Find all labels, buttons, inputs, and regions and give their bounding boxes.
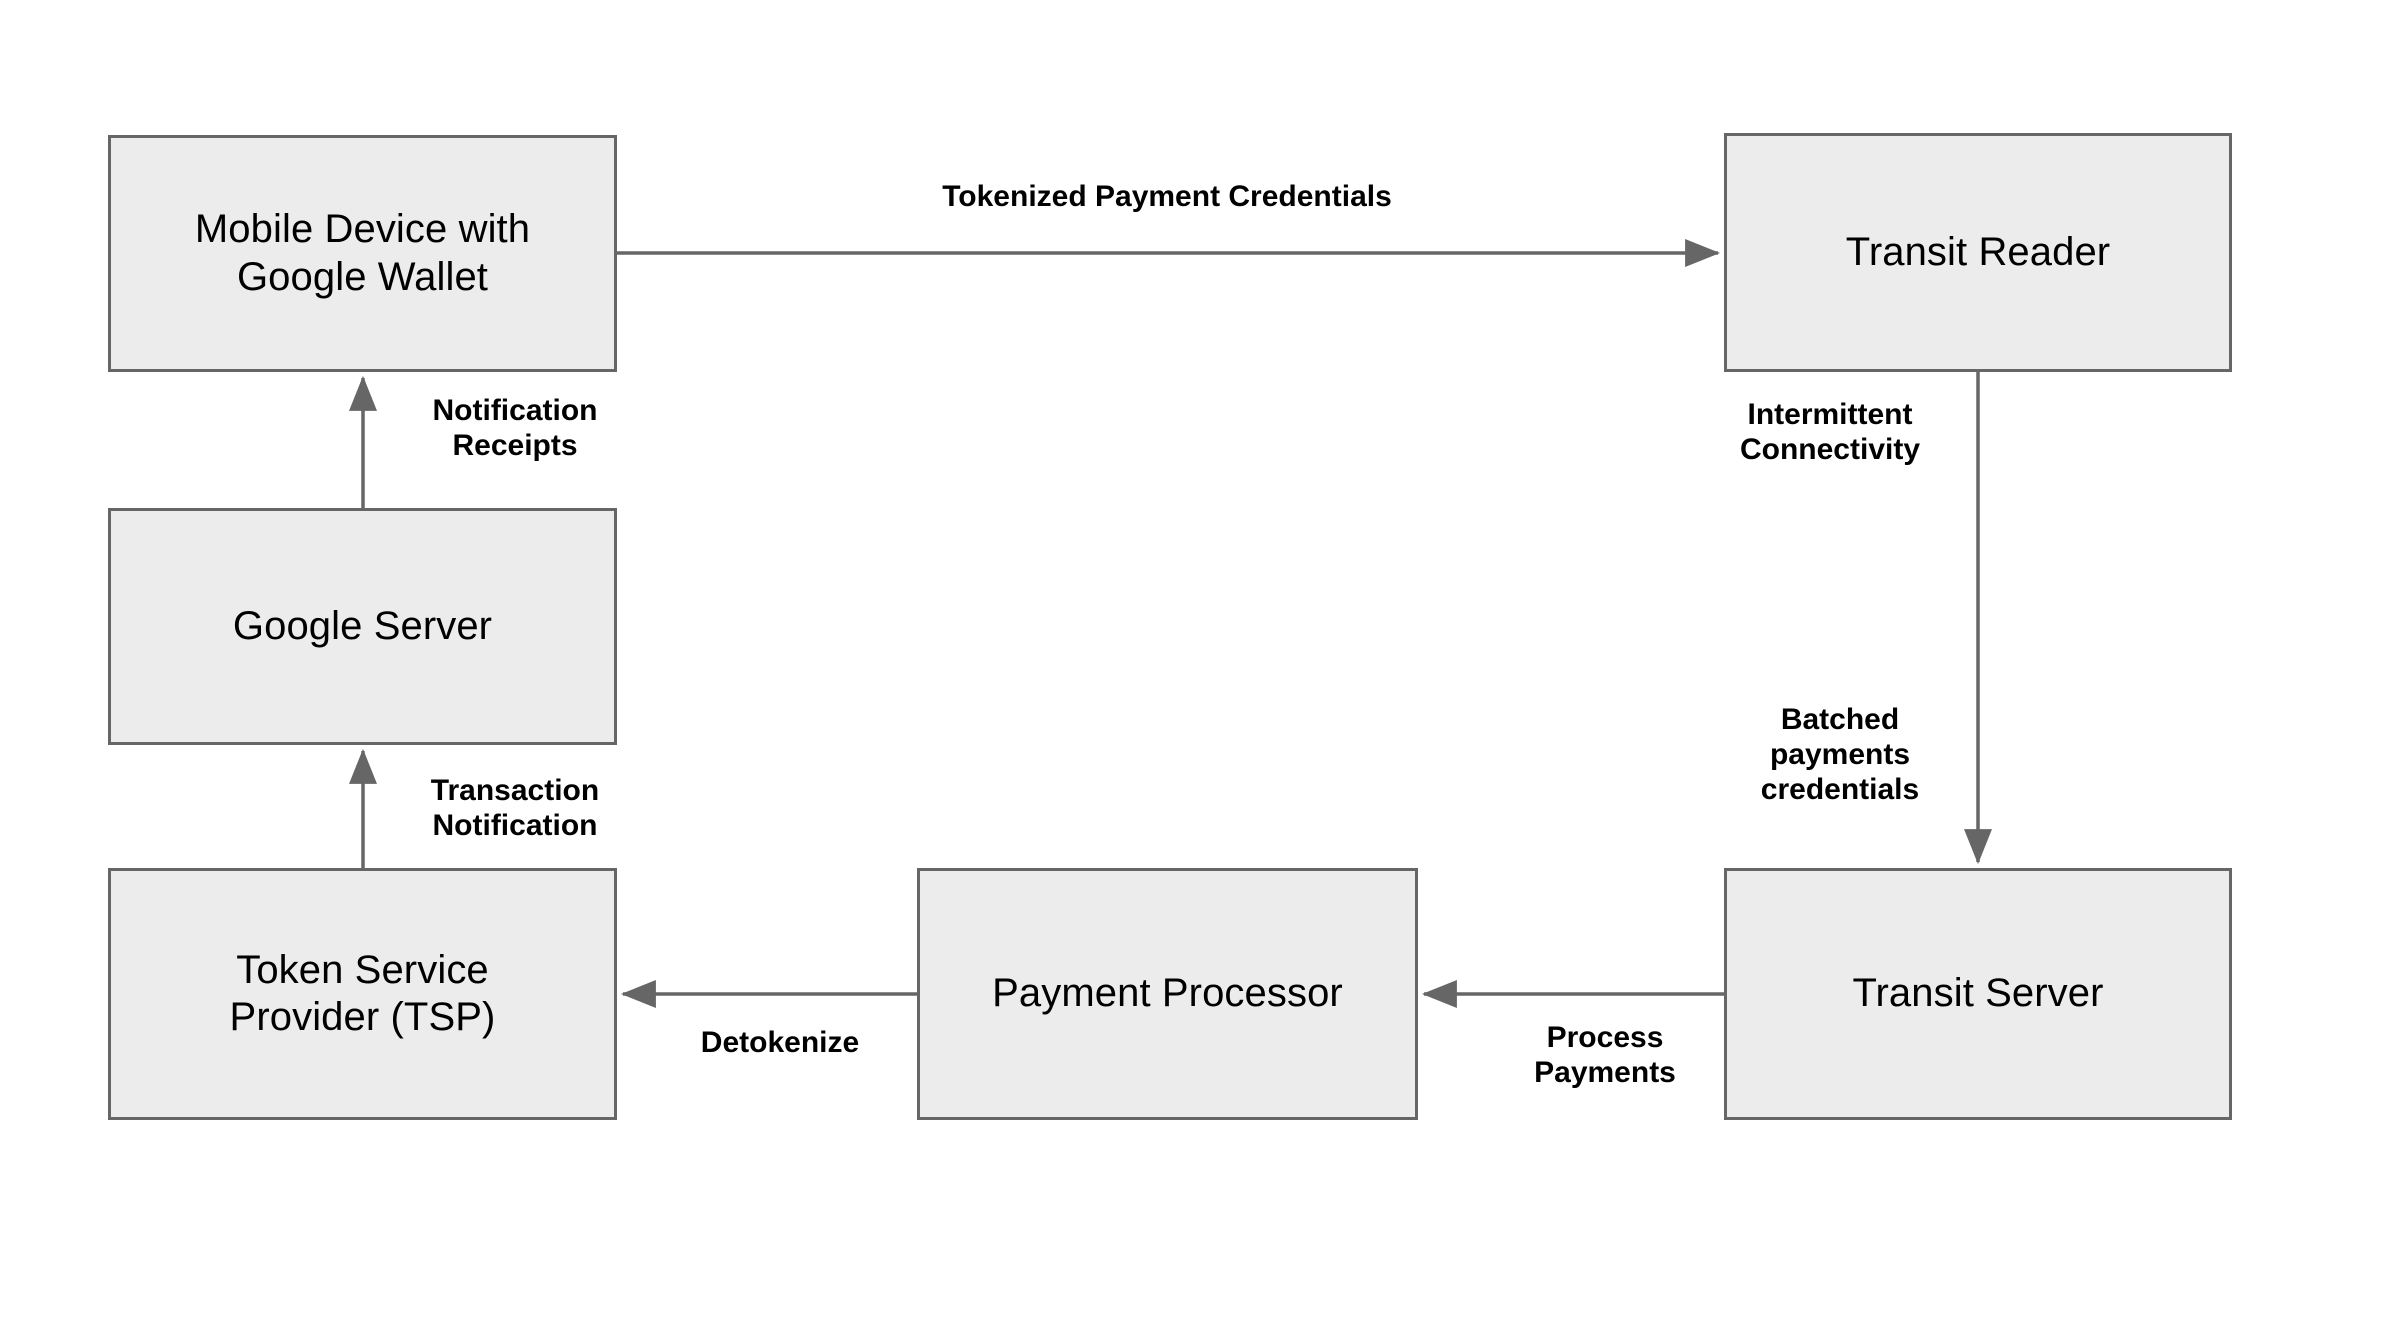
edge-label-intermittent-connectivity: Intermittent Connectivity <box>1739 398 1921 466</box>
edge-label-notification-receipts: Notification Receipts <box>432 394 598 462</box>
node-payment-processor-label: Payment Processor <box>992 971 1343 1016</box>
node-mobile-device[interactable]: Mobile Device with Google Wallet <box>108 135 617 372</box>
node-transit-server-label: Transit Server <box>1852 971 2104 1016</box>
node-transit-reader-label: Transit Reader <box>1845 229 2111 274</box>
node-token-service-provider-label: Token Service Provider (TSP) <box>229 947 496 1039</box>
node-token-service-provider[interactable]: Token Service Provider (TSP) <box>108 868 617 1120</box>
edge-label-detokenize: Detokenize <box>700 1026 860 1059</box>
node-google-server[interactable]: Google Server <box>108 508 617 745</box>
edge-label-tokenized-payment-credentials: Tokenized Payment Credentials <box>942 180 1392 213</box>
node-mobile-device-label: Mobile Device with Google Wallet <box>194 207 531 299</box>
node-transit-reader[interactable]: Transit Reader <box>1724 133 2232 372</box>
node-payment-processor[interactable]: Payment Processor <box>917 868 1418 1120</box>
edge-label-transaction-notification: Transaction Notification <box>430 774 600 842</box>
edge-label-process-payments: Process Payments <box>1534 1021 1676 1089</box>
edge-label-batched-payments-credentials: Batched payments credentials <box>1760 703 1920 806</box>
node-transit-server[interactable]: Transit Server <box>1724 868 2232 1120</box>
node-google-server-label: Google Server <box>232 603 493 648</box>
